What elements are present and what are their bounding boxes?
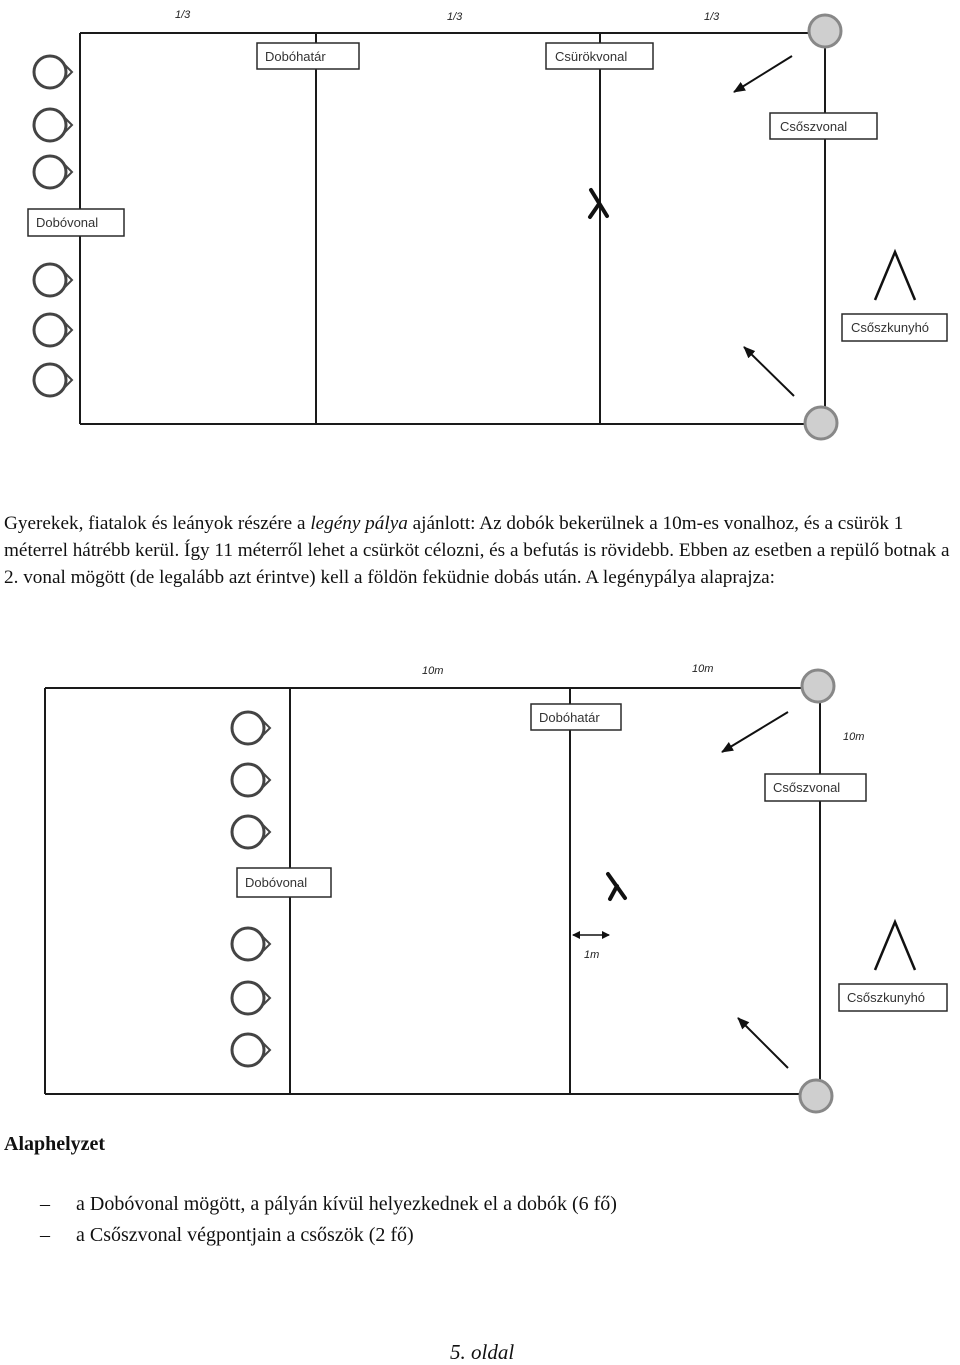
- svg-text:Csőszvonal: Csőszvonal: [780, 119, 847, 134]
- label-csoszvonal: Csőszvonal: [764, 773, 867, 802]
- section-heading: Alaphelyzet: [4, 1133, 106, 1155]
- hut-icon: [873, 248, 917, 301]
- thrower-marker: [230, 1032, 272, 1068]
- svg-text:Csürökvonal: Csürökvonal: [555, 49, 627, 64]
- dimension-label: 10m: [422, 665, 443, 677]
- thrower-marker: [32, 312, 74, 348]
- thrower-group: [230, 710, 272, 1068]
- thrower-marker: [230, 710, 272, 746]
- paragraph-text: Gyerekek, fiatalok és leányok részére a …: [4, 510, 959, 591]
- paragraph-part: ajánlott: Az dobók bekerülnek a 10m-es v…: [4, 513, 950, 588]
- svg-text:Dobóhatár: Dobóhatár: [539, 710, 600, 725]
- thrower-marker: [230, 926, 272, 962]
- field-outline: [44, 687, 821, 1095]
- thrower-marker: [32, 362, 74, 398]
- setup-list: – a Dobóvonal mögött, a pályán kívül hel…: [0, 1190, 617, 1252]
- thrower-marker: [32, 107, 74, 143]
- guard-arrow: [721, 711, 789, 753]
- svg-text:Dobóhatár: Dobóhatár: [265, 49, 326, 64]
- guard-marker: [803, 405, 839, 441]
- dimension-label: 1m: [584, 949, 599, 961]
- hut-icon: [873, 918, 917, 971]
- thrower-marker: [32, 54, 74, 90]
- svg-text:Csőszkunyhó: Csőszkunyhó: [847, 990, 925, 1005]
- field-diagram-standard: 1/3 1/3 1/3 Dobóhatár Csürökvonal Csőszv…: [27, 9, 948, 441]
- bullet-dash: –: [40, 1224, 50, 1246]
- third-label: 1/3: [704, 11, 720, 23]
- field-outline: [79, 32, 826, 425]
- thrower-group: [32, 54, 74, 398]
- dimension-label: 10m: [843, 731, 864, 743]
- label-csoszvonal: Csőszvonal: [769, 112, 878, 140]
- svg-text:Dobóvonal: Dobóvonal: [245, 875, 307, 890]
- list-item: – a Csőszvonal végpontjain a csőszök (2 …: [0, 1221, 617, 1252]
- label-csoszkunyho: Csőszkunyhó: [841, 313, 948, 342]
- list-item: – a Dobóvonal mögött, a pályán kívül hel…: [0, 1190, 617, 1221]
- field-diagram-legeny: 10m 10m 10m 1m Dobóhatár Csőszvonal Dobó…: [44, 663, 948, 1114]
- thrower-marker: [230, 814, 272, 850]
- label-dobovonal: Dobóvonal: [236, 867, 332, 898]
- label-dobohatar: Dobóhatár: [530, 703, 622, 731]
- thrower-marker: [32, 154, 74, 190]
- intro-paragraph: Gyerekek, fiatalok és leányok részére a …: [4, 510, 959, 591]
- target-stick-icon: [588, 188, 609, 219]
- guard-arrow: [743, 346, 795, 397]
- list-item-text: a Csőszvonal végpontjain a csőszök (2 fő…: [76, 1224, 414, 1246]
- target-stick-icon: [606, 872, 627, 901]
- dimension-label: 10m: [692, 663, 713, 675]
- guard-arrow: [737, 1017, 789, 1069]
- svg-text:Dobóvonal: Dobóvonal: [36, 215, 98, 230]
- label-dobovonal: Dobóvonal: [27, 208, 125, 237]
- guard-marker: [800, 668, 836, 704]
- list-item-text: a Dobóvonal mögött, a pályán kívül helye…: [76, 1193, 617, 1215]
- thrower-marker: [32, 262, 74, 298]
- page-number: 5. oldal: [450, 1340, 515, 1364]
- label-csoszkunyho: Csőszkunyhó: [838, 983, 948, 1012]
- guard-marker: [798, 1078, 834, 1114]
- svg-text:Csőszkunyhó: Csőszkunyhó: [851, 320, 929, 335]
- third-label: 1/3: [447, 11, 463, 23]
- paragraph-emphasis: legény pálya: [310, 513, 408, 534]
- thrower-marker: [230, 980, 272, 1016]
- paragraph-part: Gyerekek, fiatalok és leányok részére a: [4, 513, 311, 534]
- bullet-dash: –: [40, 1193, 50, 1215]
- svg-text:Csőszvonal: Csőszvonal: [773, 780, 840, 795]
- guard-marker: [807, 13, 843, 49]
- third-label: 1/3: [175, 9, 191, 21]
- label-csurokvonal: Csürökvonal: [545, 42, 654, 70]
- thrower-marker: [230, 762, 272, 798]
- label-dobohatar: Dobóhatár: [256, 42, 360, 70]
- guard-arrow: [733, 55, 793, 93]
